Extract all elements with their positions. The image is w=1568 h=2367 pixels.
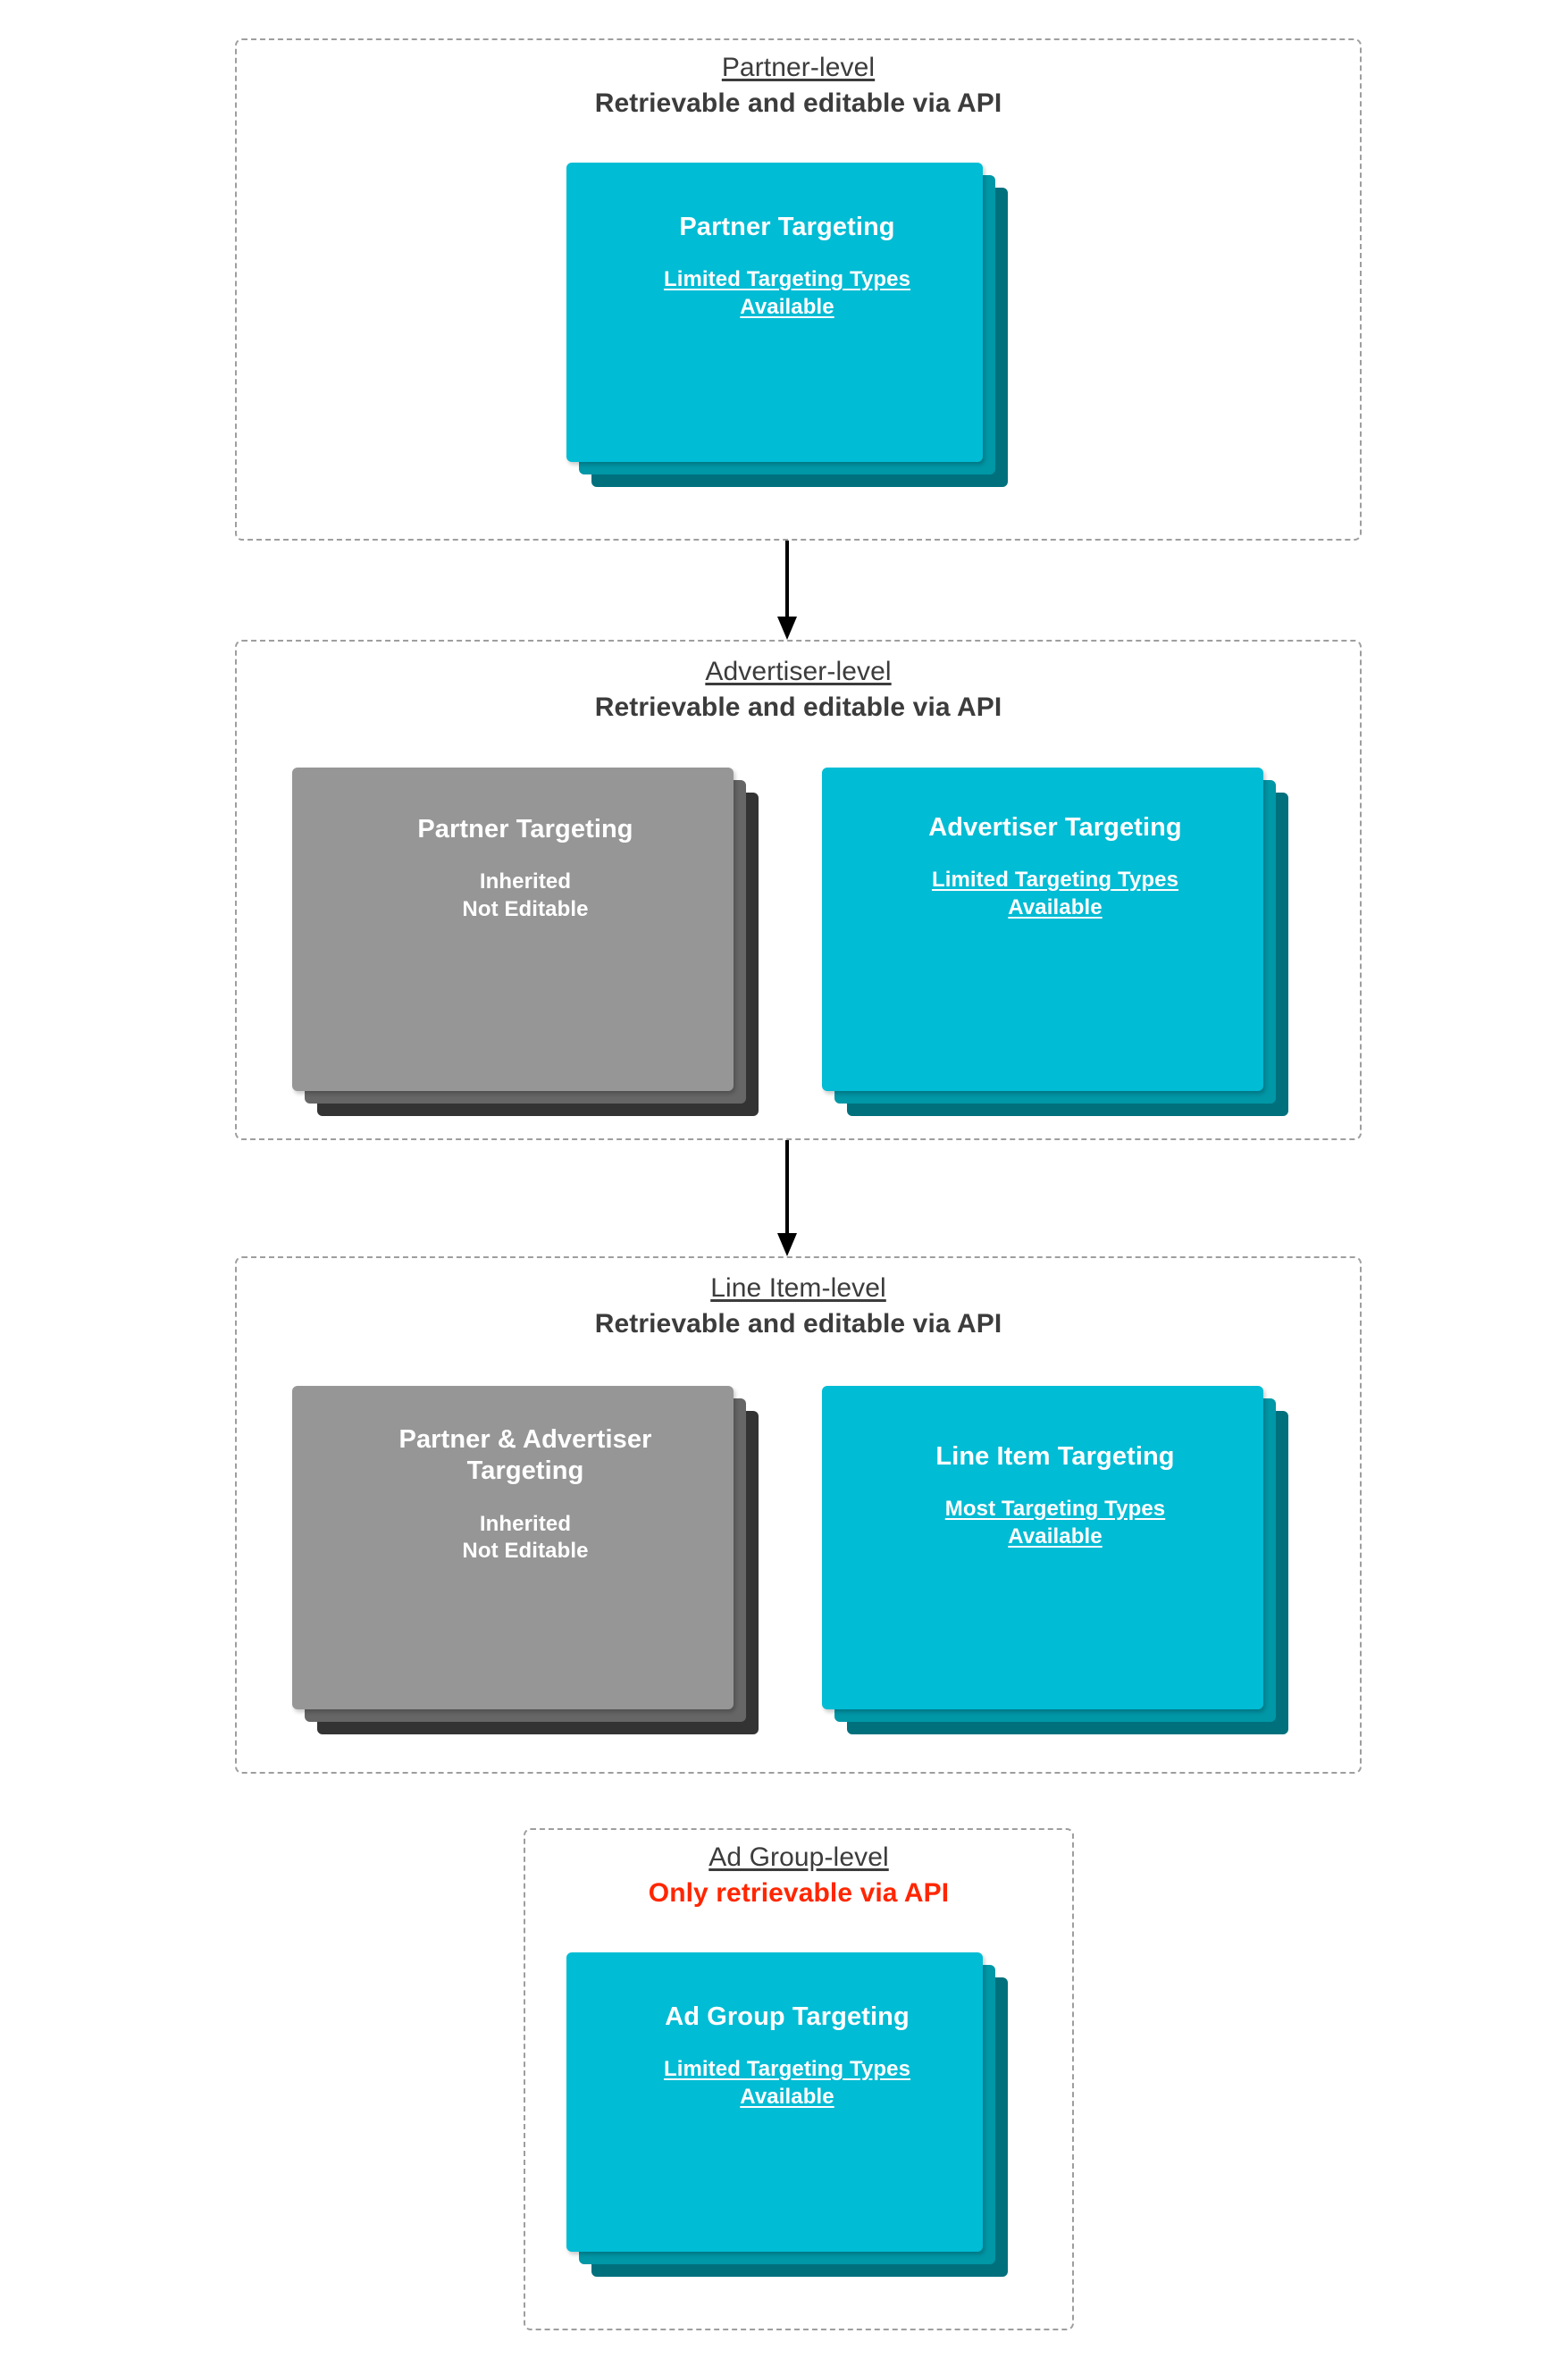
card-body-ad-group-targeting: Ad Group Targeting Limited Targeting Typ… xyxy=(566,2002,1008,2111)
card-body-inherited-partner-advertiser-targeting: Partner & Advertiser Targeting Inherited… xyxy=(292,1424,759,1565)
card-note: Inherited Not Editable xyxy=(308,869,742,923)
level-box-partner: Partner-level Retrievable and editable v… xyxy=(235,38,1362,541)
level-box-ad-group: Ad Group-level Only retrievable via API … xyxy=(524,1828,1074,2330)
card-note-line2: Not Editable xyxy=(462,897,589,922)
card-layer-front xyxy=(822,768,1263,1091)
card-title: Partner Targeting xyxy=(679,213,895,241)
card-note-line1: Most Targeting Types xyxy=(944,1497,1166,1522)
card-stack-inherited-partner-advertiser-targeting[interactable]: Partner & Advertiser Targeting Inherited… xyxy=(292,1386,759,1734)
card-stack-inherited-partner-targeting[interactable]: Partner Targeting Inherited Not Editable xyxy=(292,768,759,1116)
card-body-advertiser-targeting: Advertiser Targeting Limited Targeting T… xyxy=(822,812,1288,922)
level-title-line-item: Line Item-level xyxy=(710,1273,886,1303)
card-note: Limited Targeting Types Available xyxy=(838,867,1272,921)
card-title-line2: Targeting xyxy=(466,1456,584,1486)
level-header-ad-group: Ad Group-level Only retrievable via API xyxy=(525,1842,1072,1908)
level-api-note-line-item: Retrievable and editable via API xyxy=(594,1308,1002,1339)
card-title: Line Item Targeting xyxy=(935,1442,1175,1471)
card-stack-partner-targeting[interactable]: Partner Targeting Limited Targeting Type… xyxy=(566,163,1008,487)
card-stack-ad-group-targeting[interactable]: Ad Group Targeting Limited Targeting Typ… xyxy=(566,1952,1008,2277)
card-note-line2: Available xyxy=(1008,895,1103,920)
card-title: Partner Targeting xyxy=(417,815,633,844)
connector-shaft xyxy=(785,1140,789,1236)
level-title-ad-group: Ad Group-level xyxy=(709,1842,889,1872)
card-stack-line-item-targeting[interactable]: Line Item Targeting Most Targeting Types… xyxy=(822,1386,1288,1734)
card-body-line-item-targeting: Line Item Targeting Most Targeting Types… xyxy=(822,1441,1288,1551)
card-note-line2: Available xyxy=(740,2085,834,2110)
card-title: Ad Group Targeting xyxy=(665,2002,910,2031)
card-note: Limited Targeting Types Available xyxy=(583,2056,992,2111)
level-api-note-advertiser: Retrievable and editable via API xyxy=(594,692,1002,722)
card-layer-front xyxy=(292,1386,734,1709)
level-box-advertiser: Advertiser-level Retrievable and editabl… xyxy=(235,640,1362,1140)
card-layer-front xyxy=(566,1952,983,2252)
card-body-partner-targeting: Partner Targeting Limited Targeting Type… xyxy=(566,212,1008,322)
card-title: Partner & Advertiser Targeting xyxy=(308,1424,742,1488)
level-header-partner: Partner-level Retrievable and editable v… xyxy=(237,53,1360,118)
connector-partner-to-advertiser xyxy=(774,541,801,640)
card-stack-advertiser-targeting[interactable]: Advertiser Targeting Limited Targeting T… xyxy=(822,768,1288,1116)
card-note-line2: Available xyxy=(740,295,834,320)
connector-shaft xyxy=(785,541,789,619)
level-box-line-item: Line Item-level Retrievable and editable… xyxy=(235,1256,1362,1774)
card-layer-front xyxy=(292,768,734,1091)
card-title: Advertiser Targeting xyxy=(928,813,1182,842)
level-title-advertiser: Advertiser-level xyxy=(705,657,892,686)
card-layer-front xyxy=(822,1386,1263,1709)
connector-arrowhead xyxy=(777,617,797,640)
level-api-note-partner: Retrievable and editable via API xyxy=(594,88,1002,118)
card-note: Most Targeting Types Available xyxy=(838,1496,1272,1550)
card-title-line1: Partner & Advertiser xyxy=(398,1425,652,1454)
card-note-line2: Available xyxy=(1008,1524,1103,1549)
card-note: Inherited Not Editable xyxy=(308,1511,742,1565)
card-note-line1: Inherited xyxy=(479,869,572,894)
card-note-line1: Limited Targeting Types xyxy=(931,868,1179,893)
card-note-line1: Limited Targeting Types xyxy=(663,2057,911,2082)
level-header-line-item: Line Item-level Retrievable and editable… xyxy=(237,1273,1360,1339)
card-note-line1: Inherited xyxy=(479,1511,572,1536)
level-title-partner: Partner-level xyxy=(721,53,876,82)
level-api-note-ad-group: Only retrievable via API xyxy=(648,1877,950,1908)
card-note-line2: Not Editable xyxy=(462,1539,589,1564)
card-note-line1: Limited Targeting Types xyxy=(663,267,911,292)
connector-arrowhead xyxy=(777,1233,797,1256)
card-body-inherited-partner-targeting: Partner Targeting Inherited Not Editable xyxy=(292,814,759,924)
card-note: Limited Targeting Types Available xyxy=(583,266,992,321)
connector-advertiser-to-line-item xyxy=(774,1140,801,1256)
level-header-advertiser: Advertiser-level Retrievable and editabl… xyxy=(237,657,1360,722)
card-layer-front xyxy=(566,163,983,462)
